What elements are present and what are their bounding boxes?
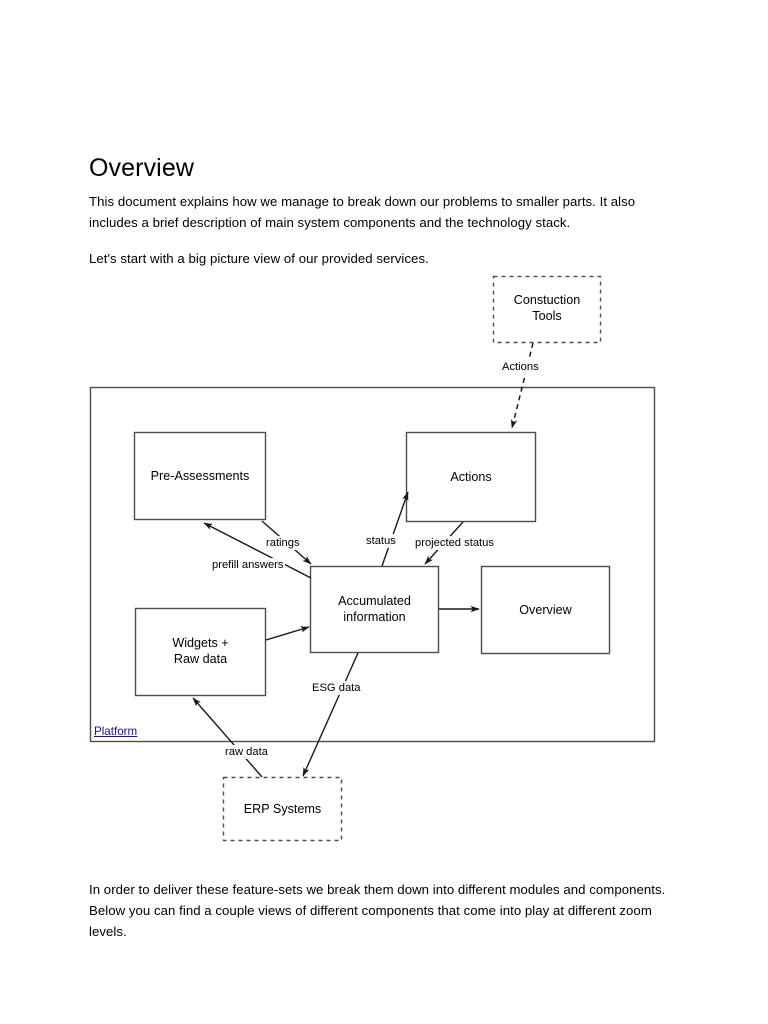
- edge-esg-data: [302, 652, 359, 777]
- accumulated-information-label: Accumulated information: [310, 593, 439, 625]
- edge-projected-status: [424, 521, 464, 565]
- widgets-raw-data-label-line1: Widgets +: [172, 636, 229, 650]
- actions-label: Actions: [450, 470, 492, 484]
- edge-label-raw-data: raw data: [224, 745, 269, 759]
- accumulated-information-box: [309, 565, 440, 654]
- overview-node-label: Overview: [519, 603, 572, 617]
- construction-tools-label: Constuction Tools: [493, 292, 601, 324]
- construction-tools-box: [492, 275, 602, 344]
- erp-systems-label: ERP Systems: [243, 802, 322, 816]
- construction-tools-label-line2: Tools: [532, 309, 562, 323]
- actions-box: [405, 431, 537, 523]
- edge-label-status: status: [365, 534, 397, 548]
- construction-tools-label-line1: Constuction: [513, 293, 581, 307]
- intro-paragraph: This document explains how we manage to …: [89, 194, 636, 231]
- edge-label-actions: Actions: [501, 360, 540, 374]
- widgets-raw-data-label-line2: Raw data: [173, 652, 228, 666]
- accumulated-information-label-line1: Accumulated: [338, 594, 411, 608]
- platform-link[interactable]: Platform: [93, 725, 139, 738]
- page-title: Overview: [89, 153, 194, 182]
- edge-label-ratings: ratings: [265, 536, 301, 550]
- edge-prefill-answers: [203, 522, 312, 579]
- edge-widgets-to-accumulated: [265, 626, 310, 641]
- edge-raw-data: [192, 697, 263, 778]
- platform-container-box: [89, 386, 656, 743]
- lead-in-paragraph: Let's start with a big picture view of o…: [89, 251, 429, 267]
- accumulated-information-label-line2: information: [343, 610, 406, 624]
- widgets-raw-data-box: [134, 607, 267, 697]
- widgets-raw-data-label: Widgets + Raw data: [135, 635, 266, 667]
- edge-construction-tools-to-actions: [510, 342, 534, 429]
- edge-label-prefill-answers: prefill answers: [211, 558, 285, 572]
- edge-label-esg-data: ESG data: [311, 681, 362, 695]
- overview-box: [480, 565, 611, 655]
- pre-assessments-label: Pre-Assessments: [150, 469, 250, 483]
- closing-paragraph: In order to deliver these feature-sets w…: [89, 882, 666, 940]
- edge-label-projected-status: projected status: [414, 536, 495, 550]
- edge-ratings: [261, 520, 312, 565]
- edge-status: [381, 491, 409, 567]
- erp-systems-box: [222, 776, 343, 842]
- pre-assessments-box: [133, 431, 267, 521]
